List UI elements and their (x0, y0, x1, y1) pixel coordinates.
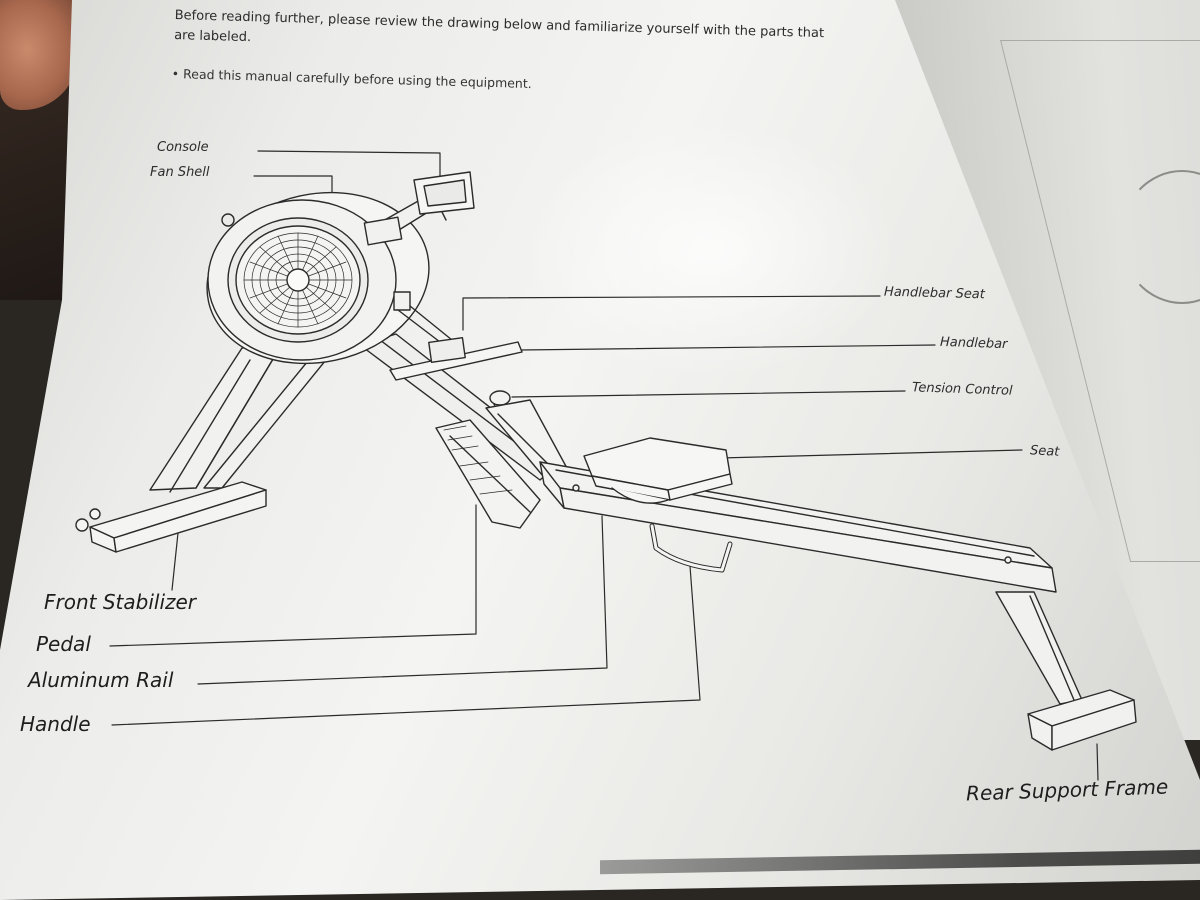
rear-support-frame (995, 591, 1137, 751)
console (363, 171, 475, 246)
glare (520, 120, 900, 380)
label-seat: Seat (1029, 443, 1060, 460)
label-handle: Handle (20, 712, 91, 736)
label-front-stabilizer: Front Stabilizer (44, 590, 197, 614)
label-handlebar: Handlebar (939, 334, 1008, 353)
leader-handle (111, 565, 701, 726)
leader-aluminum-rail (197, 515, 608, 685)
leader-lines (109, 150, 1099, 781)
label-console: Console (157, 140, 209, 155)
seat (583, 437, 733, 504)
leader-seat (719, 449, 1023, 459)
pedals (435, 399, 569, 529)
front-leg (149, 343, 335, 493)
leader-rear-support (1096, 743, 1099, 781)
label-fan-shell: Fan Shell (150, 165, 210, 180)
front-stabilizer (75, 481, 267, 553)
label-aluminum-rail: Aluminum Rail (28, 668, 174, 692)
leader-front-stabilizer (171, 532, 179, 591)
leader-handlebar-seat (462, 295, 881, 331)
handlebar (389, 291, 523, 381)
fan-shell (206, 191, 430, 365)
label-pedal: Pedal (36, 632, 91, 656)
leader-pedal (109, 504, 477, 647)
leader-fan-shell (253, 175, 333, 193)
leader-console (257, 150, 441, 179)
leader-tension-control (511, 390, 906, 398)
label-handlebar-seat: Handlebar Seat (883, 284, 986, 303)
handle-grip (649, 523, 733, 573)
leader-handlebar (519, 344, 936, 351)
